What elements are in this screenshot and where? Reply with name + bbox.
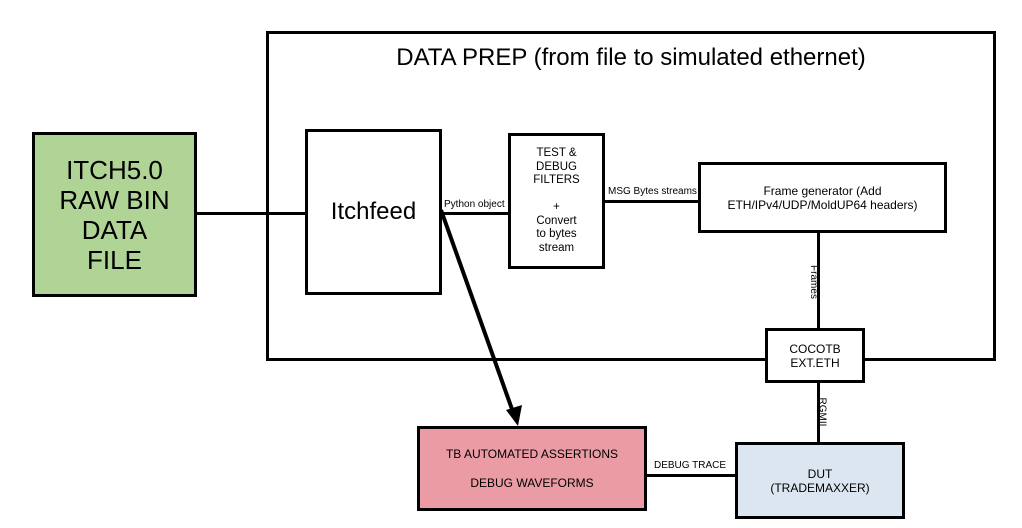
raw-bin-data-file-node: ITCH5.0 RAW BIN DATA FILE xyxy=(32,132,197,297)
cocotb-eth-node: COCOTB EXT.ETH xyxy=(765,328,865,383)
edge-frame-generator-to-cocotb xyxy=(817,231,820,330)
edge-filters-to-frame-generator xyxy=(603,200,700,203)
edge-itchfeed-to-filters xyxy=(440,212,510,215)
assertions-line1: TB AUTOMATED ASSERTIONS xyxy=(445,447,619,461)
dut-label: DUT (TRADEMAXXER) xyxy=(770,466,870,495)
cocotb-eth-label: COCOTB EXT.ETH xyxy=(789,341,841,370)
itchfeed-node: Itchfeed xyxy=(305,129,442,295)
data-prep-container: DATA PREP (from file to simulated ethern… xyxy=(266,31,996,361)
assertions-line2: DEBUG WAVEFORMS xyxy=(470,476,594,490)
msg-bytes-label: MSG Bytes streams xyxy=(608,186,697,197)
filters-node: TEST & DEBUG FILTERS + Convert to bytes … xyxy=(508,133,605,269)
frames-label: Frames xyxy=(807,265,819,299)
data-prep-title: DATA PREP (from file to simulated ethern… xyxy=(396,44,866,71)
assertions-node: TB AUTOMATED ASSERTIONS DEBUG WAVEFORMS xyxy=(417,426,647,511)
frame-generator-label: Frame generator (Add ETH/IPv4/UDP/MoldUP… xyxy=(727,183,918,212)
edge-cocotb-to-dut xyxy=(817,381,820,444)
python-object-label: Python object xyxy=(444,199,505,210)
rgmii-label: RGMII xyxy=(816,397,828,427)
frame-generator-node: Frame generator (Add ETH/IPv4/UDP/MoldUP… xyxy=(698,162,947,233)
filters-label: TEST & DEBUG FILTERS + Convert to bytes … xyxy=(533,147,580,254)
raw-bin-data-file-label: ITCH5.0 RAW BIN DATA FILE xyxy=(59,154,170,275)
dut-node: DUT (TRADEMAXXER) xyxy=(735,442,905,519)
debug-trace-label: DEBUG TRACE xyxy=(654,460,727,471)
edge-file-to-itchfeed xyxy=(195,212,307,215)
edge-dut-to-assertions xyxy=(645,474,737,477)
itchfeed-label: Itchfeed xyxy=(330,198,417,225)
